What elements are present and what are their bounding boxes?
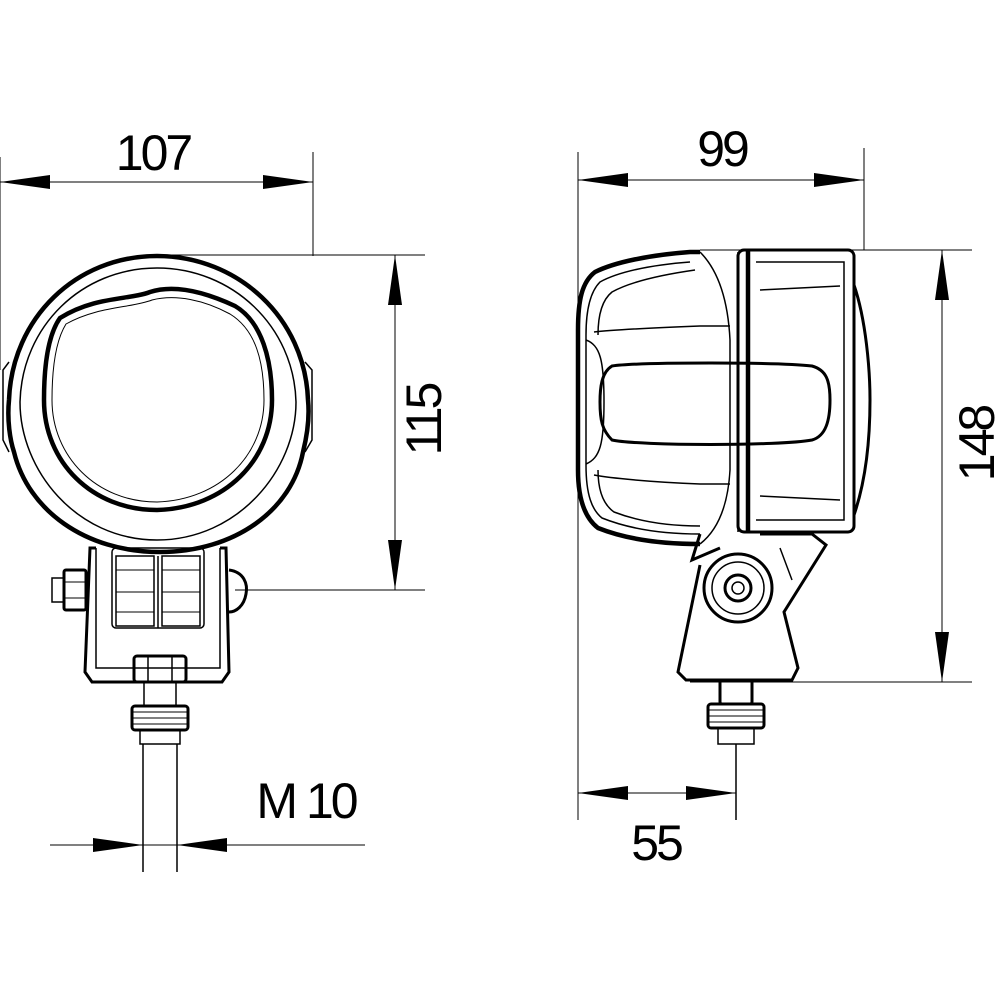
front-left-grip	[2, 361, 10, 453]
side-view	[575, 248, 872, 820]
front-view	[2, 253, 313, 872]
front-dimension-lines	[0, 152, 425, 852]
front-threaded-bolt	[130, 681, 190, 872]
front-base-nut	[132, 654, 188, 684]
dim-front-height: 115	[396, 383, 452, 455]
front-right-grip	[304, 361, 313, 453]
side-mount-arm	[676, 532, 828, 682]
side-handle	[598, 361, 832, 446]
dim-front-width: 107	[116, 125, 192, 181]
side-threaded-bolt	[706, 678, 766, 820]
side-front-bezel	[736, 248, 872, 534]
side-pivot-outer	[702, 552, 774, 624]
dim-side-depth: 99	[697, 121, 748, 177]
front-lens-inner	[51, 297, 265, 503]
front-housing-outer	[6, 253, 311, 555]
side-dimension-lines	[577, 148, 972, 820]
side-rear-body	[575, 249, 701, 547]
front-pivot-nut-left	[51, 568, 88, 612]
dim-thread: M 10	[256, 773, 356, 829]
front-housing-inner-ring	[19, 267, 297, 541]
dim-side-height: 148	[949, 406, 1000, 482]
front-pivot-knob-right	[228, 568, 248, 614]
front-lens	[41, 286, 275, 513]
front-bracket	[83, 546, 231, 684]
dim-mount-offset: 55	[631, 815, 682, 871]
